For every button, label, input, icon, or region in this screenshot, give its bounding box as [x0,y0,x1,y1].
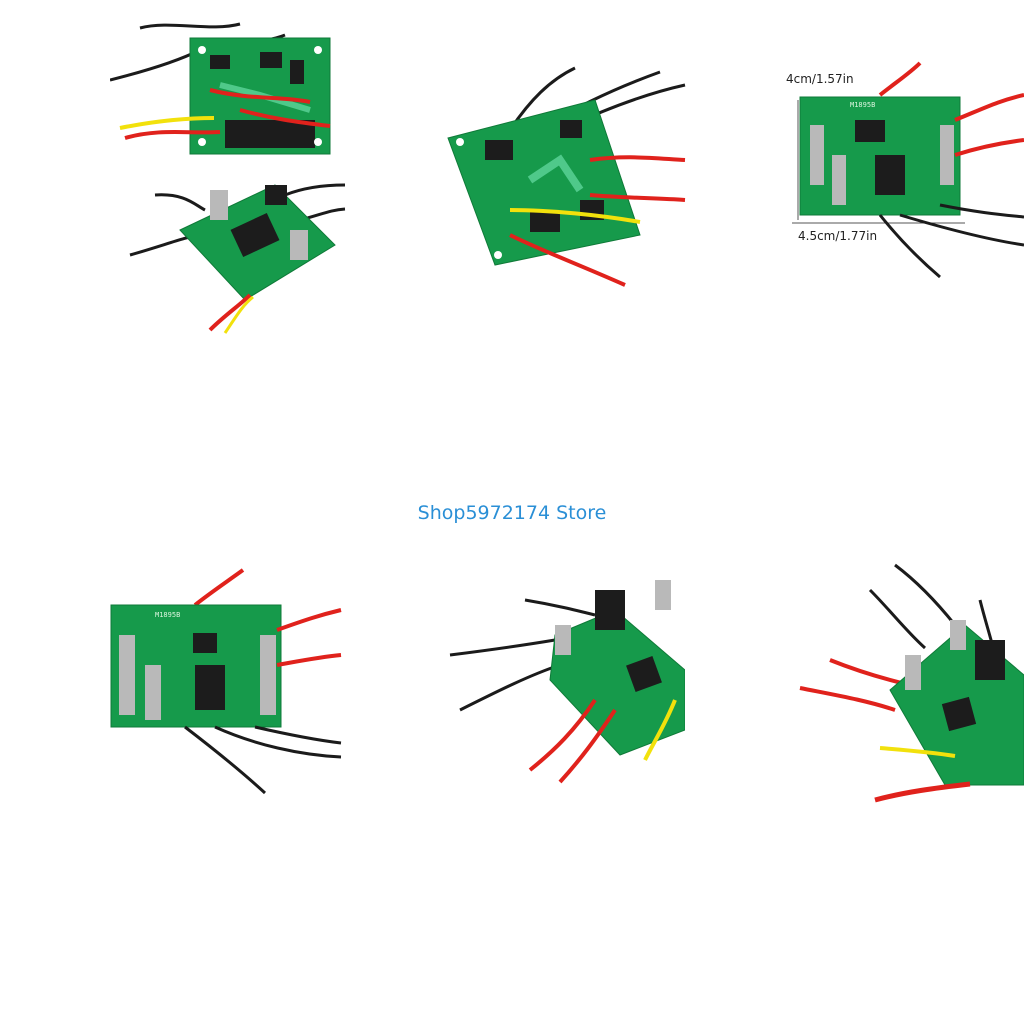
pcb-model-label: M1895B [155,611,180,619]
pcb-board-icon: M1895B [110,568,342,795]
store-name: Shop5972174 Store [417,502,607,524]
width-dimension-label: 4.5cm/1.77in [798,229,878,243]
bottom-view-photo [445,570,685,790]
pcb-board-icon [110,22,331,155]
pcb-board-icon [799,563,1024,803]
pcb-board-icon: M1895B [792,61,1024,279]
pcb-board-icon [449,580,685,784]
dimension-photo: M1895B [780,55,1024,285]
pcb-board-icon [129,183,346,334]
top-view-photo-2 [125,165,355,340]
pcb-board-icon [447,66,686,287]
top-view-photo-2 [440,60,690,300]
angled-photo-2 [795,560,1024,810]
height-dimension-label: 4cm/1.57in [786,72,854,86]
angled-photo-1: M1895B [105,565,345,805]
top-view-photo-1 [110,10,350,170]
pcb-model-label: M1895B [850,101,875,109]
